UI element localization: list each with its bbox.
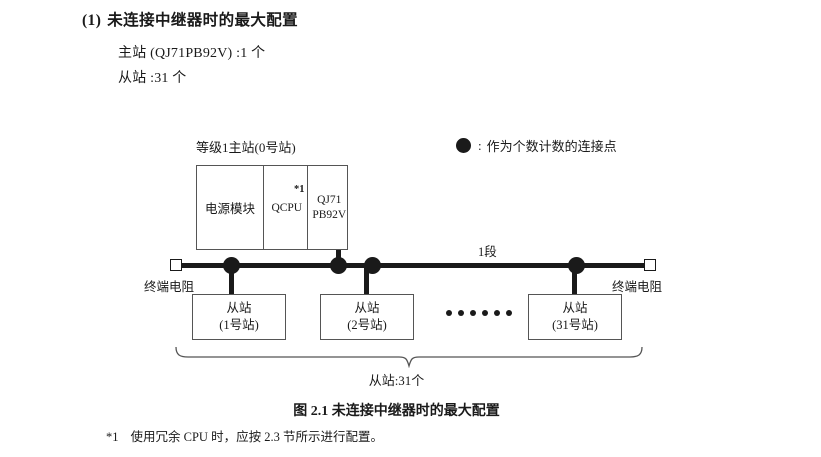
segment-label: 1段 — [478, 245, 497, 259]
slave-station-title: 从站 — [562, 301, 588, 316]
figure-caption-wrap: 图 2.1 未连接中继器时的最大配置 — [0, 400, 821, 420]
legend-label: 作为个数计数的连接点 — [486, 139, 617, 154]
qcpu-cell: QCPU *1 — [264, 166, 308, 249]
ellipsis-dot — [446, 310, 452, 316]
summary-line-master: 主站 (QJ71PB92V) :1 个 — [118, 46, 266, 61]
ellipsis-dots — [446, 310, 512, 316]
slave-station-box: 从站 (2号站) — [320, 294, 414, 340]
master-station-label: 等级1主站(0号站) — [196, 140, 296, 155]
slave-count-caption-wrap: 从站:31个 — [0, 370, 821, 389]
slave-station-box: 从站 (31号站) — [528, 294, 622, 340]
slave-count-caption: 从站:31个 — [368, 373, 425, 388]
slave-station-number: (31号站) — [552, 318, 598, 332]
ellipsis-dot — [506, 310, 512, 316]
slave-station-box: 从站 (1号站) — [192, 294, 286, 340]
slave-station-title: 从站 — [354, 301, 380, 316]
ellipsis-dot — [494, 310, 500, 316]
slave-drop-line — [229, 265, 234, 296]
slave-station-number: (1号站) — [219, 318, 259, 332]
terminator-left-label: 终端电阻 — [144, 280, 195, 294]
terminator-left-icon — [170, 259, 182, 271]
page-title-text: 未连接中继器时的最大配置 — [107, 12, 299, 29]
page-title-number: (1) — [82, 12, 102, 29]
slave-drop-line — [364, 265, 369, 296]
figure-caption: 图 2.1 未连接中继器时的最大配置 — [293, 404, 500, 419]
network-module-label-line1: QJ71 — [317, 194, 342, 207]
qcpu-label: QCPU — [271, 201, 303, 214]
page-title: (1) 未连接中继器时的最大配置 — [82, 8, 298, 30]
legend: : 作为个数计数的连接点 — [456, 136, 617, 155]
network-module-label-line2: PB92V — [312, 208, 347, 221]
ellipsis-dot — [458, 310, 464, 316]
ellipsis-dot — [470, 310, 476, 316]
footnote-text: 使用冗余 CPU 时，应按 2.3 节所示进行配置。 — [130, 430, 383, 444]
legend-colon: : — [478, 137, 482, 153]
network-module-cell: QJ71 PB92V — [308, 166, 348, 249]
slave-station-number: (2号站) — [347, 318, 387, 332]
footnote: *1 使用冗余 CPU 时，应按 2.3 节所示进行配置。 — [106, 426, 383, 445]
slave-station-title: 从站 — [226, 301, 252, 316]
master-station-box: 电源模块 QCPU *1 QJ71 PB92V — [196, 165, 348, 250]
slave-drop-line — [572, 265, 577, 296]
summary-line-slave: 从站 :31 个 — [118, 71, 187, 86]
filled-circle-icon — [456, 138, 471, 153]
power-module-label: 电源模块 — [205, 202, 256, 216]
footnote-marker: *1 — [294, 184, 305, 195]
footnote-mark-label: *1 — [106, 430, 119, 444]
connection-node-dot — [330, 257, 347, 274]
slave-count-brace — [175, 346, 643, 368]
terminator-right-label: 终端电阻 — [612, 280, 663, 294]
power-module-cell: 电源模块 — [197, 166, 265, 249]
bus-trunk-line — [176, 263, 650, 268]
ellipsis-dot — [482, 310, 488, 316]
terminator-right-icon — [644, 259, 656, 271]
